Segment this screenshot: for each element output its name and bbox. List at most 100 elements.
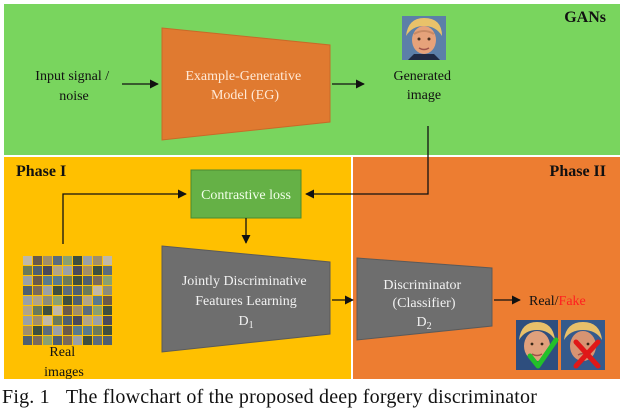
image-thumbnail	[33, 266, 42, 275]
figure-caption: Fig. 1 The flowchart of the proposed deep…	[2, 386, 624, 409]
image-thumbnail	[83, 266, 92, 275]
image-thumbnail	[53, 266, 62, 275]
image-thumbnail	[53, 336, 62, 345]
image-thumbnail	[63, 316, 72, 325]
image-thumbnail	[23, 266, 32, 275]
image-thumbnail	[73, 316, 82, 325]
image-thumbnail	[23, 326, 32, 335]
image-thumbnail	[33, 306, 42, 315]
image-thumbnail	[93, 296, 102, 305]
image-thumbnail	[83, 326, 92, 335]
image-thumbnail	[73, 266, 82, 275]
image-thumbnail	[43, 306, 52, 315]
image-thumbnail	[63, 306, 72, 315]
image-thumbnail	[53, 296, 62, 305]
image-thumbnail	[93, 326, 102, 335]
image-thumbnail	[33, 286, 42, 295]
image-thumbnail	[43, 326, 52, 335]
image-thumbnail	[103, 336, 112, 345]
d1-block	[161, 245, 331, 353]
generator-block	[161, 27, 331, 141]
image-thumbnail	[63, 286, 72, 295]
contrastive-loss-label: Contrastive loss	[201, 188, 291, 203]
image-thumbnail	[103, 266, 112, 275]
image-thumbnail	[93, 306, 102, 315]
image-thumbnail	[73, 286, 82, 295]
phase1-title: Phase I	[16, 163, 66, 180]
image-thumbnail	[43, 336, 52, 345]
image-thumbnail	[63, 256, 72, 265]
input-label: Input signal / noise	[35, 69, 112, 104]
image-thumbnail	[23, 296, 32, 305]
image-thumbnail	[63, 276, 72, 285]
image-thumbnail	[103, 296, 112, 305]
image-thumbnail	[83, 286, 92, 295]
output-label: Real/Fake	[529, 294, 586, 309]
image-thumbnail	[83, 336, 92, 345]
flowchart-diagram: GANs Phase I Phase II Input signal / noi…	[2, 2, 622, 381]
contrastive-loss-block	[190, 169, 302, 219]
image-thumbnail	[43, 256, 52, 265]
image-thumbnail	[83, 256, 92, 265]
image-thumbnail	[73, 276, 82, 285]
image-thumbnail	[83, 316, 92, 325]
gans-title: GANs	[564, 9, 606, 26]
image-thumbnail	[103, 286, 112, 295]
image-thumbnail	[93, 316, 102, 325]
image-thumbnail	[23, 306, 32, 315]
d2-symbol: D2	[416, 315, 431, 332]
caption-label: Fig. 1	[2, 386, 50, 408]
image-grid-icon	[23, 256, 112, 345]
image-thumbnail	[23, 276, 32, 285]
image-thumbnail	[23, 286, 32, 295]
image-thumbnail	[83, 306, 92, 315]
image-thumbnail	[73, 306, 82, 315]
image-thumbnail	[33, 256, 42, 265]
image-thumbnail	[33, 276, 42, 285]
image-thumbnail	[93, 286, 102, 295]
image-thumbnail	[33, 326, 42, 335]
image-thumbnail	[73, 256, 82, 265]
image-thumbnail	[33, 316, 42, 325]
image-thumbnail	[53, 276, 62, 285]
image-thumbnail	[53, 326, 62, 335]
generator-label: Example-Generative Model (EG)	[185, 69, 304, 103]
image-thumbnail	[103, 306, 112, 315]
d1-label: Jointly Discriminative Features Learning	[182, 274, 310, 309]
d1-symbol: D1	[238, 314, 253, 331]
image-thumbnail	[93, 276, 102, 285]
image-thumbnail	[53, 306, 62, 315]
image-thumbnail	[83, 276, 92, 285]
image-thumbnail	[93, 336, 102, 345]
image-thumbnail	[63, 266, 72, 275]
image-thumbnail	[103, 316, 112, 325]
image-thumbnail	[53, 316, 62, 325]
arrow-real-to-contrastive	[62, 189, 187, 244]
image-thumbnail	[103, 276, 112, 285]
image-thumbnail	[43, 286, 52, 295]
image-thumbnail	[23, 316, 32, 325]
image-thumbnail	[93, 266, 102, 275]
image-thumbnail	[73, 336, 82, 345]
image-thumbnail	[33, 336, 42, 345]
d2-block	[356, 257, 493, 341]
image-thumbnail	[103, 256, 112, 265]
generated-label: Generated image	[393, 69, 454, 103]
cross-icon	[573, 339, 601, 369]
image-thumbnail	[63, 326, 72, 335]
image-thumbnail	[73, 296, 82, 305]
image-thumbnail	[83, 296, 92, 305]
image-thumbnail	[103, 326, 112, 335]
checkmark-icon	[527, 337, 559, 369]
image-thumbnail	[43, 276, 52, 285]
real-images-label: Real images	[44, 345, 84, 380]
image-thumbnail	[43, 316, 52, 325]
face-photo-icon	[402, 16, 446, 60]
image-thumbnail	[93, 256, 102, 265]
phase2-title: Phase II	[550, 163, 606, 180]
image-thumbnail	[63, 336, 72, 345]
caption-text: The flowchart of the proposed deep forge…	[65, 386, 538, 408]
image-thumbnail	[33, 296, 42, 305]
image-thumbnail	[23, 256, 32, 265]
